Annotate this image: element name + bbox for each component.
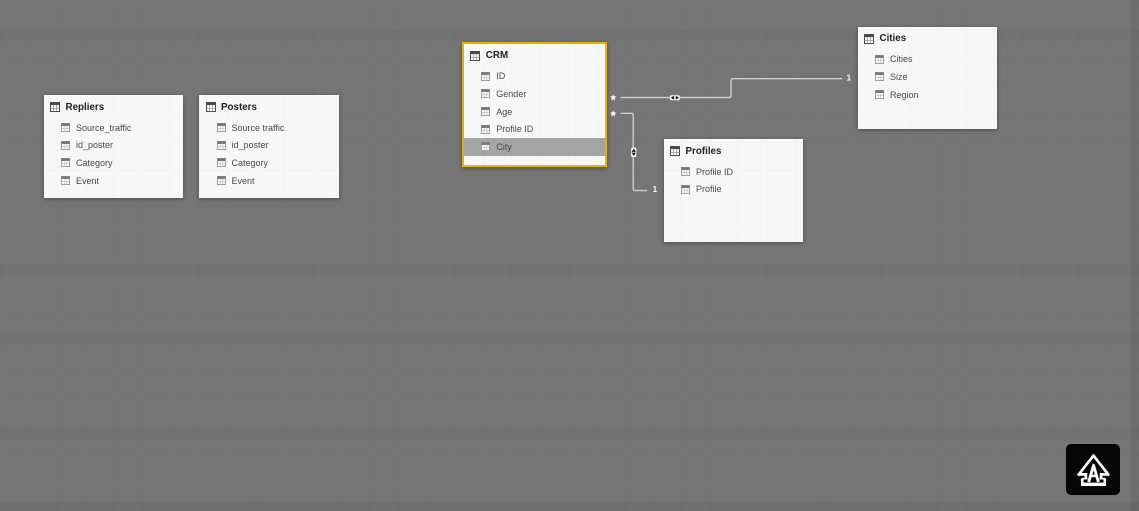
svg-text:1: 1 (847, 72, 852, 82)
svg-text:1: 1 (653, 184, 658, 194)
